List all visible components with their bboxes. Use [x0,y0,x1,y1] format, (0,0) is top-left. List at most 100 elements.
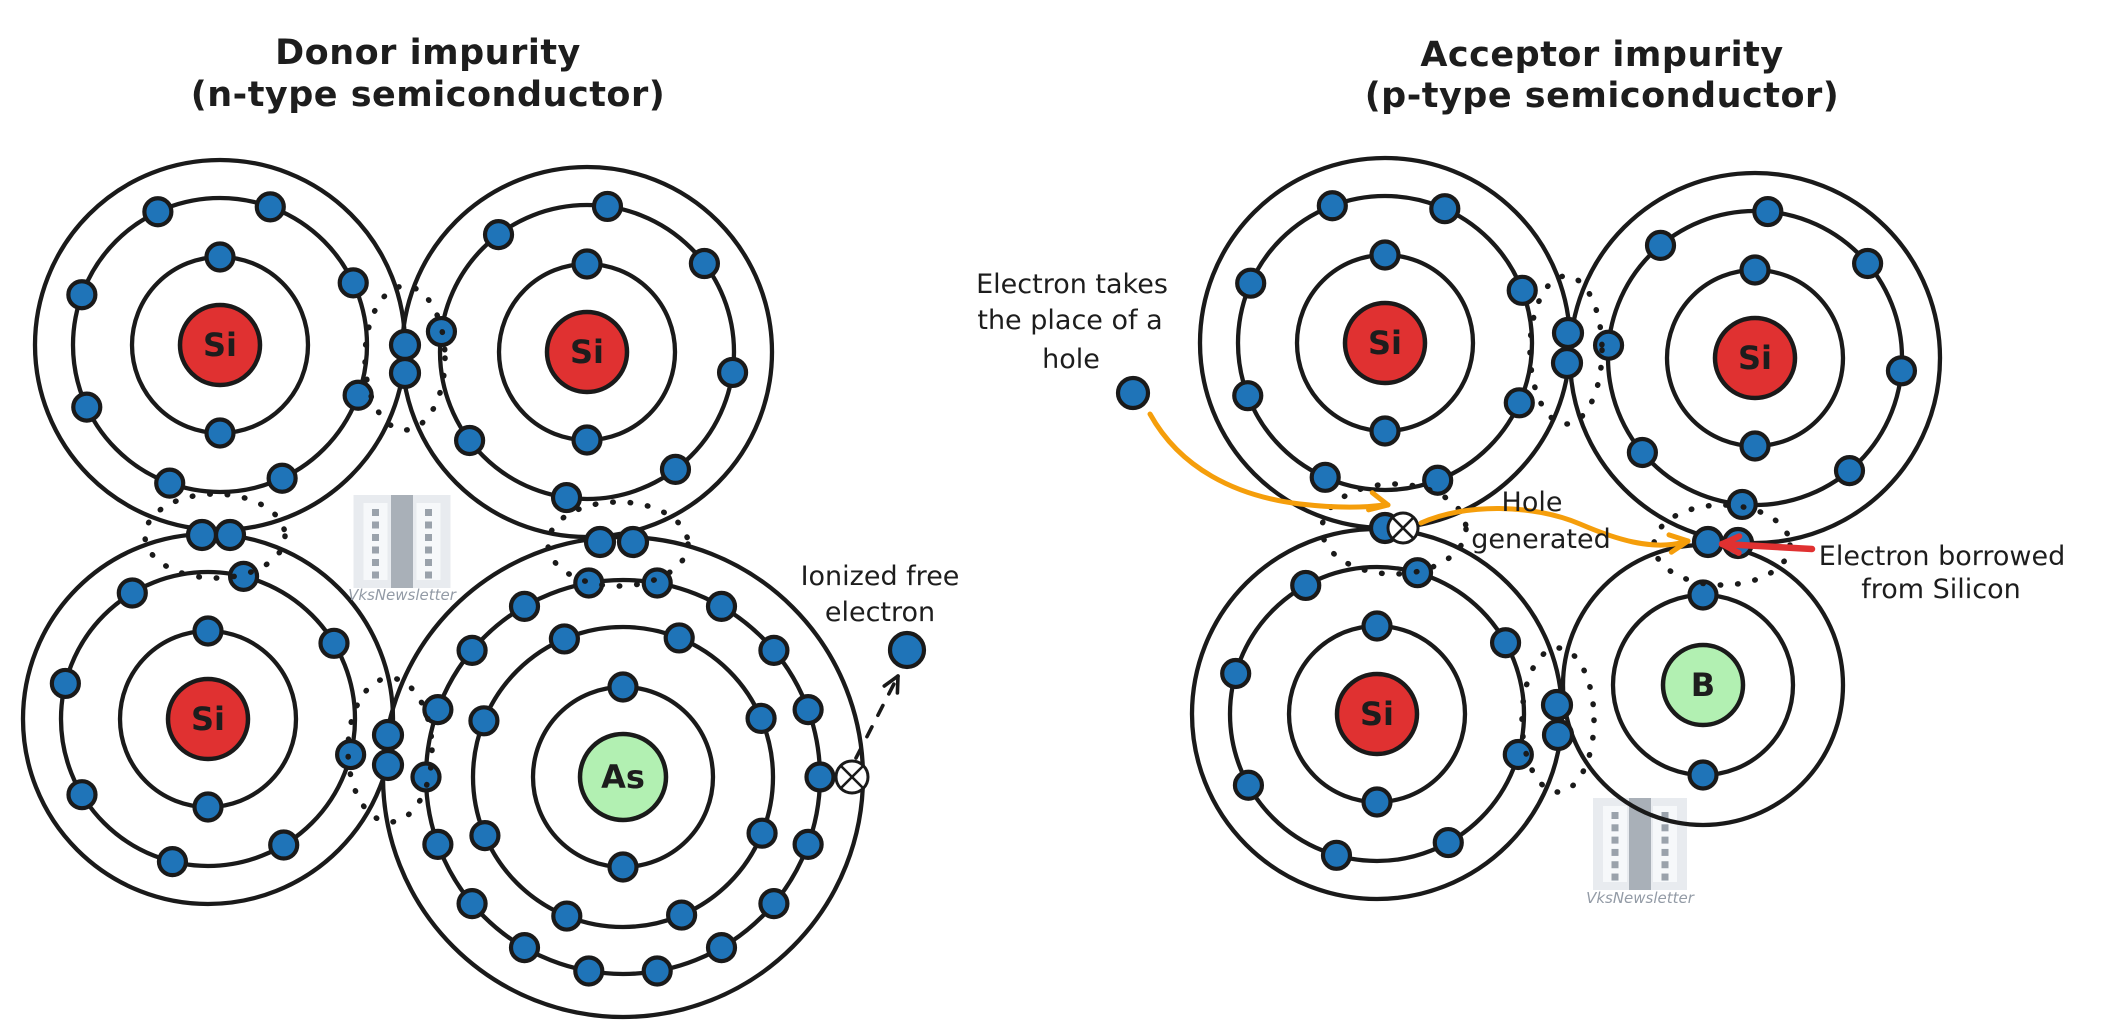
donor-impurity-diagram-title-line1: Donor impurity [275,33,581,73]
nucleus-b-impurity [1660,642,1746,728]
electron [1316,190,1348,222]
donor-impurity-diagram [20,157,927,1020]
electron [49,667,81,700]
bond-electron [1541,718,1575,752]
electron [571,248,603,280]
electron [1503,387,1535,419]
bond-dotted-ellipse [545,499,691,589]
watermark [353,495,451,588]
watermark [1593,798,1687,890]
electron [571,424,603,456]
electron [508,932,541,964]
electron [607,851,639,883]
electron [1885,355,1918,387]
hole-icon [1386,511,1420,545]
nucleus-si-top-right [544,309,630,395]
orange-arrowhead [1366,490,1391,513]
electron [266,462,298,494]
nucleus-label-si-top-left: Si [203,326,237,364]
covalent-bond [142,491,288,581]
electron [688,247,720,280]
bond-electron [583,525,617,559]
bond-electron [1550,346,1584,380]
electron [746,817,778,849]
electron [410,761,442,793]
electron [1852,247,1884,280]
electron [342,379,374,411]
electron [116,577,148,609]
hole-icon [834,759,870,795]
electron [591,190,624,223]
electron [454,424,486,457]
electron [1220,657,1252,690]
nucleus-si-bottom-left [1334,671,1420,757]
orange-arrowhead [1666,532,1691,555]
electron [659,453,692,485]
electron [551,900,583,932]
covalent-bond [1519,645,1597,795]
electron [1232,380,1264,412]
electron [716,356,749,389]
donor-impurity-diagram-title-line2: (n-type semiconductor) [191,75,665,115]
electron [1235,267,1267,299]
electron [804,761,836,793]
electron [204,241,236,273]
annotation-label: Hole [1502,487,1563,518]
electron [573,567,605,599]
annotation-label: hole [1042,344,1100,375]
atom-as-impurity [380,534,866,1020]
electron [1752,195,1784,228]
watermark-text: VksNewsletter [348,586,457,604]
nucleus-label-si-top-right: Si [1738,339,1772,377]
nucleus-si-top-right [1712,315,1798,401]
electron [482,219,515,251]
bond-dotted-ellipse [1527,273,1605,427]
electron [192,615,224,647]
nucleus-label-si-top-right: Si [570,333,604,371]
bond-dotted-ellipse [1519,645,1597,795]
electron [318,627,350,659]
electron-shell [470,624,776,930]
electron [792,828,824,860]
electron [1726,488,1758,521]
electron [1361,610,1393,642]
electron [607,671,639,703]
covalent-bond [545,499,691,589]
borrowed-electron-arrow [1718,540,1816,553]
annotation-label: Electron takes [976,269,1168,300]
nucleus-label-si-top-left: Si [1368,324,1402,362]
dashed-arrowhead [882,674,900,695]
electron [1320,839,1353,871]
nucleus-label-si-bottom-left: Si [1360,695,1394,733]
nucleus-as-impurity [577,731,669,823]
electron [663,622,695,654]
ionization-dashed-arrow [854,674,900,760]
covalent-bond [362,283,448,433]
electron [1739,430,1771,462]
annotation-label: Electron borrowed [1819,541,2065,572]
electron [641,567,673,599]
bond-electron [213,518,247,552]
nucleus-si-top-left [177,302,263,388]
annotation-label: electron [825,597,935,628]
electron [254,191,286,223]
electron [469,820,501,852]
electron [1361,786,1393,818]
nucleus-si-top-left [1342,300,1428,386]
covalent-bond [1319,481,1469,577]
electron-shell [1235,193,1535,493]
electron-shell [437,202,737,502]
electron [573,955,605,987]
electron [335,738,367,771]
electron [1309,461,1341,493]
free-electron [1115,375,1151,411]
electron [1422,464,1454,496]
electron [71,391,103,423]
electron-movement-arrow [1418,506,1687,548]
nucleus-label-si-bottom-left: Si [191,700,225,738]
electron [1290,569,1322,602]
electron [154,467,186,499]
electron [1644,229,1677,261]
